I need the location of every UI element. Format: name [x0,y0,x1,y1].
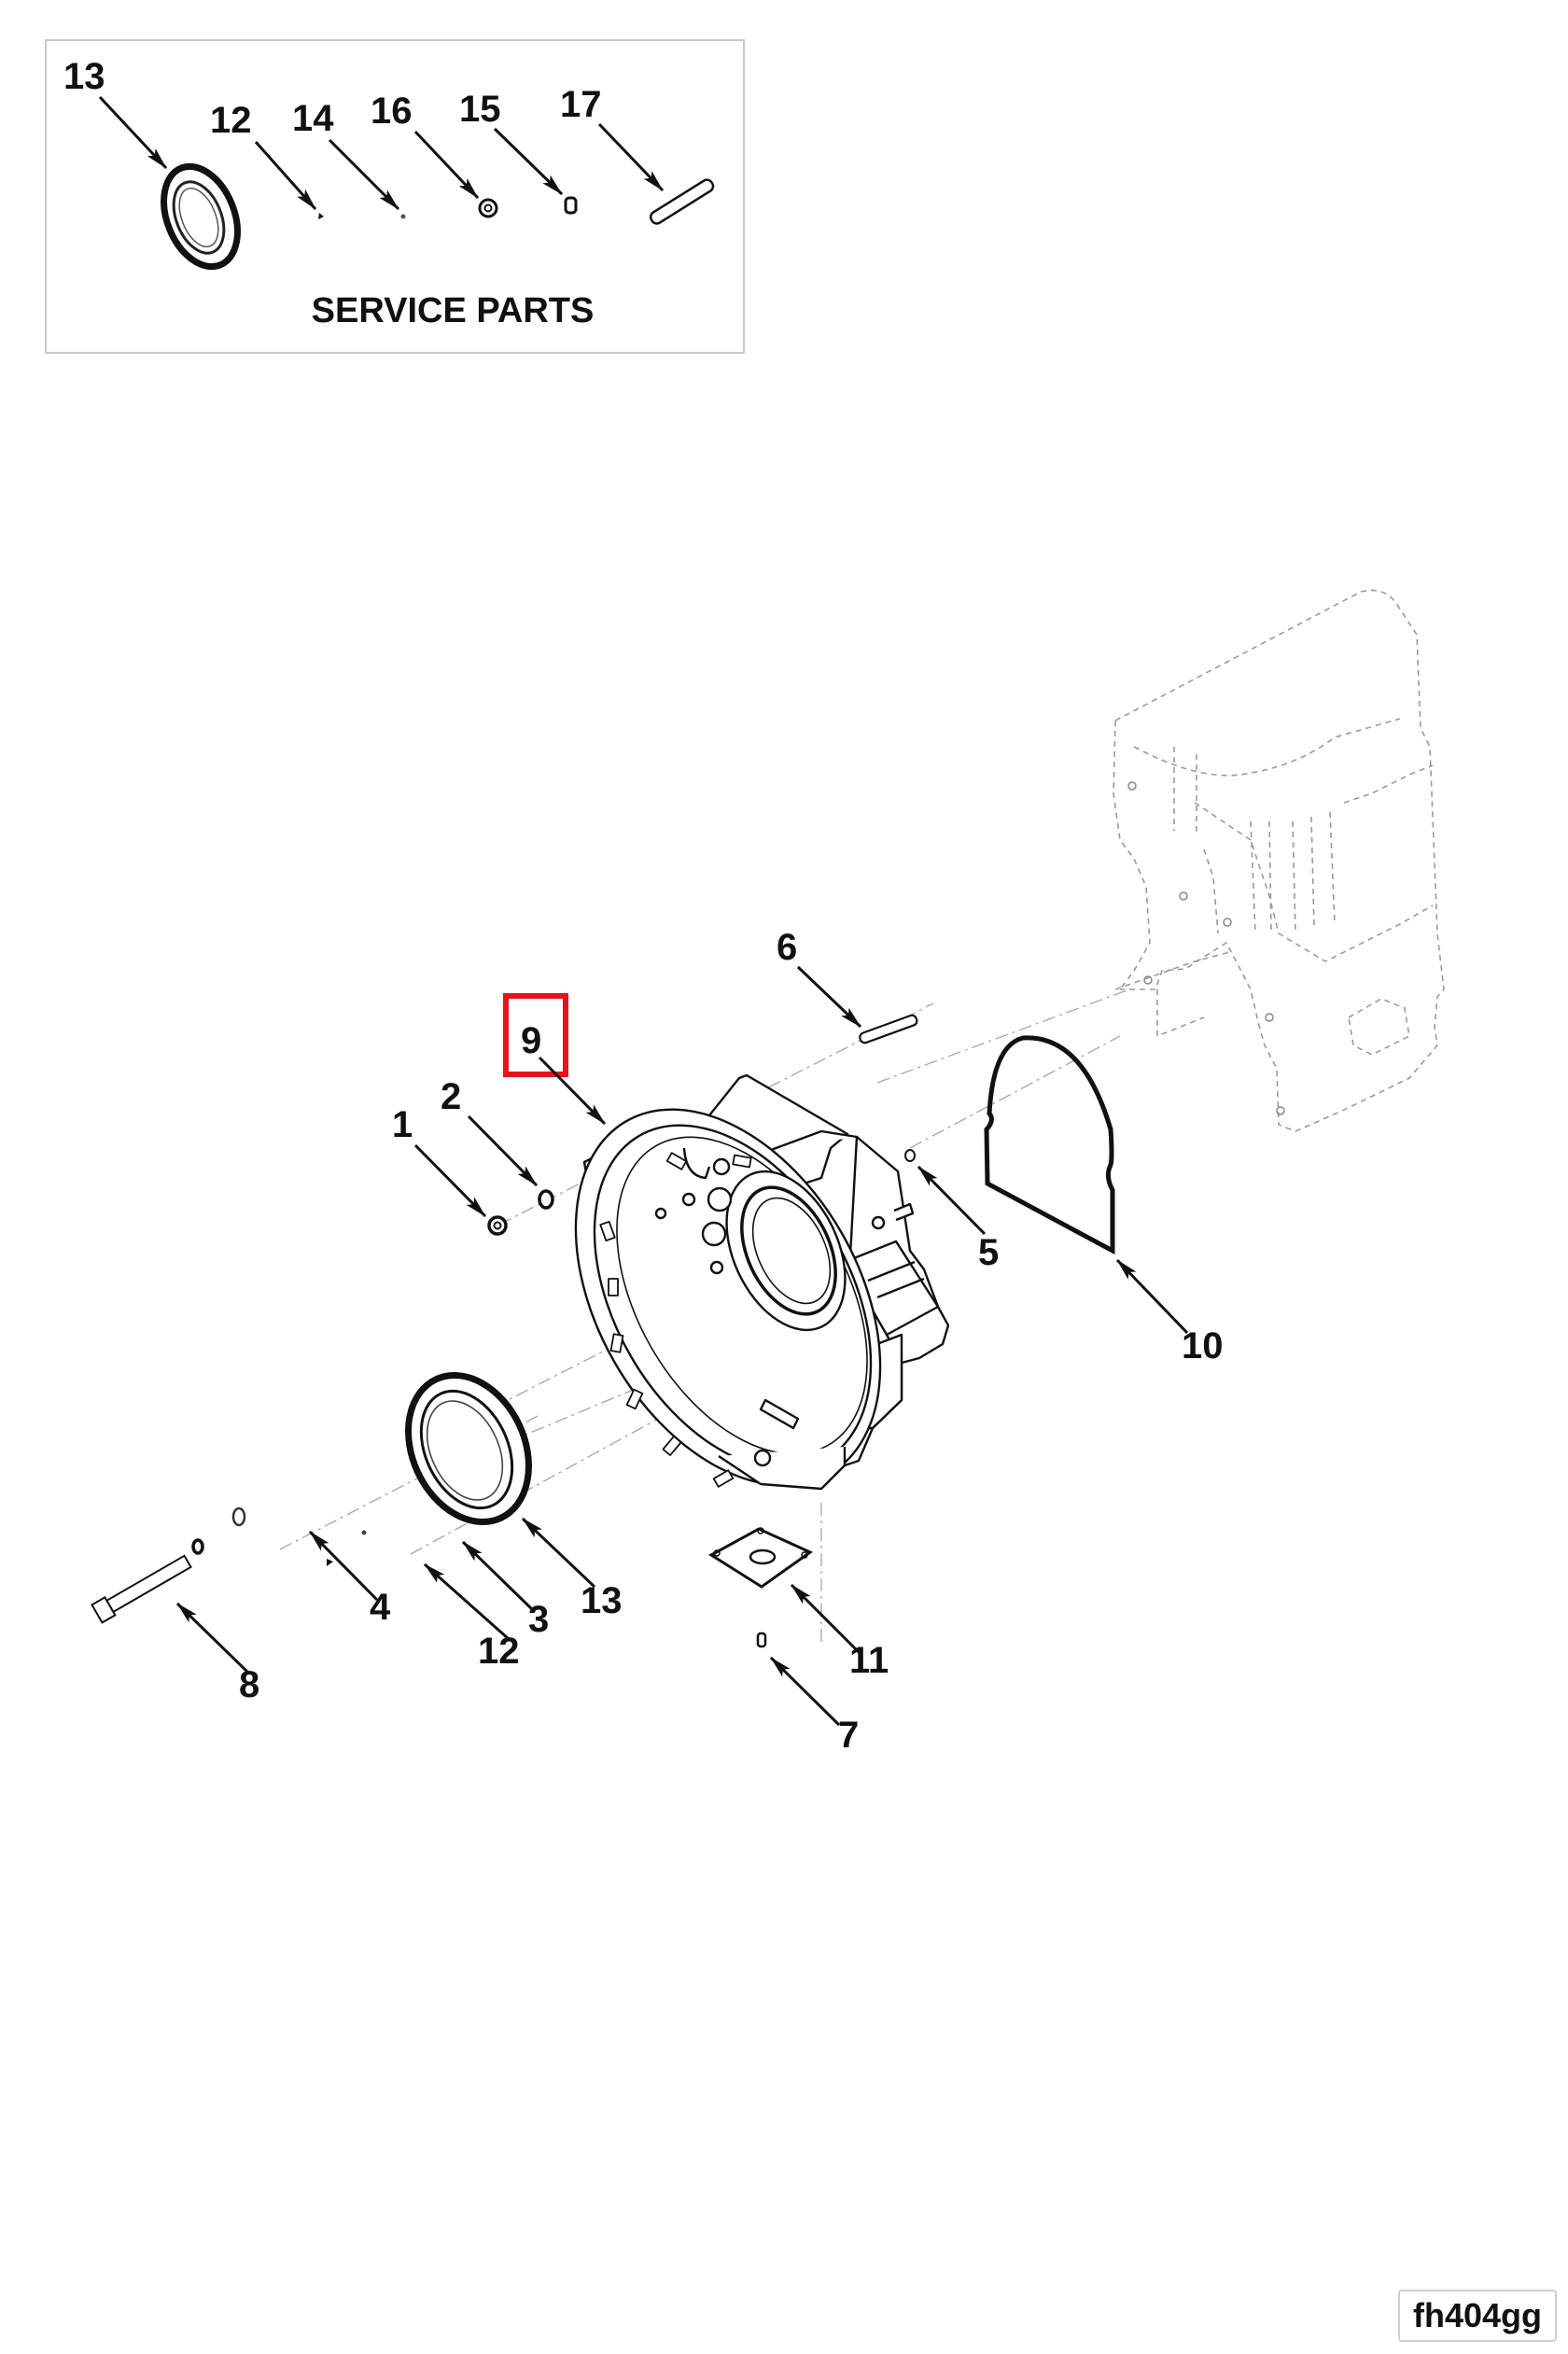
callout-6: 6 [777,927,797,968]
part-7-screw [756,1632,767,1648]
figure-reference-id: fh404gg [1413,2296,1542,2334]
main-callouts: 1 2 9 6 5 10 13 4 3 12 8 11 [175,927,1224,1756]
callout-9: 9 [521,1020,541,1061]
service-part-17-pin: 17 [560,84,715,225]
part-5-oring [904,1149,916,1162]
service-part-13-seal: 13 [63,56,241,271]
callout-8: 8 [239,1664,259,1705]
callout-13: 13 [63,56,105,97]
part-3-washer [361,1530,367,1535]
service-part-12-screw: 12 [210,100,324,219]
figure-reference: fh404gg [1398,2290,1557,2342]
part-10-gasket [984,1035,1115,1255]
part-6-pin [859,1014,918,1044]
callout-9-highlight-box [503,993,568,1077]
part-2-washer [538,1189,554,1210]
figure-reference-box [1398,2290,1557,2342]
part-8-nut [191,1538,204,1555]
service-parts-inset: 13 12 14 16 15 [45,39,745,354]
callout-2: 2 [441,1076,461,1117]
part-8-bolt [91,1554,192,1624]
callout-4: 4 [370,1587,391,1628]
part-4-washer [231,1506,246,1527]
service-part-16-nut: 16 [371,91,498,218]
callout-11: 11 [849,1640,889,1681]
part-12-screw [327,1559,333,1566]
service-part-14-washer: 14 [292,98,406,219]
callout-17: 17 [560,84,602,125]
callout-12: 12 [210,100,252,141]
callout-14: 14 [292,98,334,139]
callout-13: 13 [581,1580,623,1621]
callout-5: 5 [978,1232,999,1273]
callout-16: 16 [371,91,413,132]
callout-3: 3 [528,1599,549,1640]
service-part-15-plug: 15 [459,89,578,215]
callout-10: 10 [1182,1325,1224,1366]
callout-12: 12 [478,1631,520,1672]
flywheel-housing [574,1073,950,1491]
callout-7: 7 [838,1715,859,1756]
part-13-seal [405,1371,532,1526]
service-parts-title: SERVICE PARTS [312,291,595,330]
engine-block-ghost [1113,589,1445,1132]
callout-15: 15 [459,89,501,130]
part-1-nut [487,1215,508,1236]
callout-1: 1 [392,1104,413,1145]
part-11-cover-plate [708,1527,813,1589]
